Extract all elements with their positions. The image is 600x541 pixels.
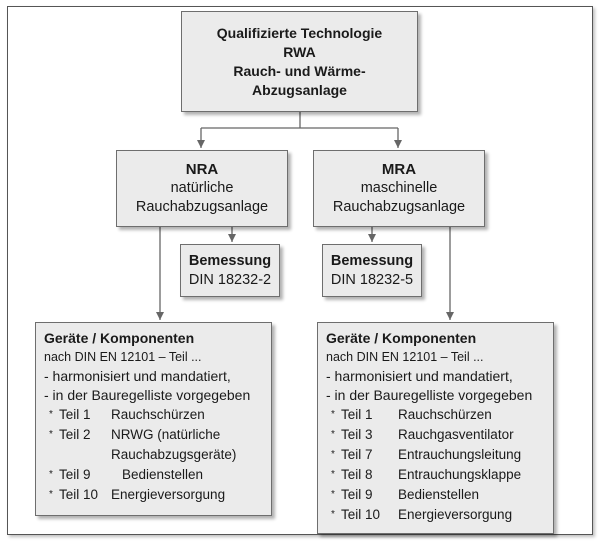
list-item: * Teil 8 Entrauchungsklappe: [326, 465, 553, 485]
geraete-right-subtitle: nach DIN EN 12101 – Teil ...: [326, 350, 484, 364]
item-name: Rauchschürzen: [398, 407, 492, 422]
geraete-right-line1: - harmonisiert und mandatiert,: [326, 368, 513, 384]
item-part: Teil 1: [341, 407, 373, 422]
nra-title: NRA: [185, 161, 219, 178]
bullet-icon: *: [49, 429, 53, 440]
list-item-continuation: Rauchabzugsgeräte): [44, 445, 271, 465]
bullet-icon: *: [49, 409, 53, 420]
geraete-left-line2: - in der Bauregelliste vorgegeben: [44, 387, 251, 403]
list-item: * Teil 1 Rauchschürzen: [44, 405, 271, 425]
geraete-right-box: Geräte / Komponenten nach DIN EN 12101 –…: [317, 322, 554, 534]
item-part: Teil 9: [59, 467, 91, 482]
item-name: Entrauchungsleitung: [398, 447, 522, 462]
item-part: Teil 7: [341, 447, 373, 462]
geraete-left-line1: - harmonisiert und mandatiert,: [44, 368, 231, 384]
list-item: * Teil 10 Energieversorgung: [44, 485, 271, 505]
item-name: Energieversorgung: [111, 487, 226, 502]
list-item: * Teil 2 NRWG (natürliche: [44, 425, 271, 445]
bullet-icon: *: [49, 489, 53, 500]
item-part: Teil 8: [341, 467, 373, 482]
list-item: * Teil 9 Bedienstellen: [326, 485, 553, 505]
bemessung-left-box: Bemessung DIN 18232-2: [180, 244, 280, 297]
rwa-line1: Qualifizierte Technologie: [216, 24, 383, 41]
bullet-icon: *: [49, 469, 53, 480]
item-name: Rauchschürzen: [111, 407, 205, 422]
item-part: Teil 10: [59, 487, 99, 502]
geraete-right-title: Geräte / Komponenten: [326, 330, 477, 346]
list-item: * Teil 1 Rauchschürzen: [326, 405, 553, 425]
bemessung-left-title: Bemessung: [188, 252, 272, 269]
nra-box: NRA natürliche Rauchabzugsanlage: [116, 150, 288, 227]
item-name: Bedienstellen: [122, 467, 204, 482]
rwa-line4: Abzugsanlage: [252, 81, 347, 98]
geraete-left-subtitle: nach DIN EN 12101 – Teil ...: [44, 350, 202, 364]
list-item: * Teil 7 Entrauchungsleitung: [326, 445, 553, 465]
item-part: Teil 10: [341, 507, 381, 522]
mra-title: MRA: [381, 161, 417, 178]
item-name: Entrauchungsklappe: [398, 467, 522, 482]
item-part: Teil 2: [59, 427, 91, 442]
item-part: Teil 1: [59, 407, 91, 422]
item-name: Energieversorgung: [398, 507, 513, 522]
list-item: * Teil 9 Bedienstellen: [44, 465, 271, 485]
item-part: Teil 3: [341, 427, 373, 442]
bullet-icon: *: [331, 429, 335, 440]
nra-line2: Rauchabzugsanlage: [135, 199, 269, 215]
bullet-icon: *: [331, 409, 335, 420]
bullet-icon: *: [331, 509, 335, 520]
item-name: Bedienstellen: [398, 487, 480, 502]
rwa-line3: Rauch- und Wärme-: [233, 62, 366, 79]
bemessung-left-value: DIN 18232-2: [188, 271, 272, 288]
mra-line2: Rauchabzugsanlage: [332, 199, 466, 215]
bullet-icon: *: [331, 489, 335, 500]
geraete-left-title: Geräte / Komponenten: [44, 330, 195, 346]
rwa-box: Qualifizierte Technologie RWA Rauch- und…: [181, 11, 418, 112]
rwa-line2: RWA: [283, 43, 316, 60]
bemessung-right-title: Bemessung: [330, 252, 414, 269]
item-name: NRWG (natürliche: [111, 427, 221, 442]
mra-line1: maschinelle: [360, 180, 438, 196]
list-item: * Teil 3 Rauchgasventilator: [326, 425, 553, 445]
nra-line1: natürliche: [170, 180, 234, 196]
bullet-icon: *: [331, 449, 335, 460]
bemessung-right-box: Bemessung DIN 18232-5: [322, 244, 422, 297]
connector-top-split: [201, 112, 398, 129]
item-part: Teil 9: [341, 487, 373, 502]
geraete-left-box: Geräte / Komponenten nach DIN EN 12101 –…: [35, 322, 272, 516]
geraete-right-line2: - in der Bauregelliste vorgegeben: [326, 387, 533, 403]
bemessung-right-value: DIN 18232-5: [330, 271, 414, 288]
bullet-icon: *: [331, 469, 335, 480]
mra-box: MRA maschinelle Rauchabzugsanlage: [313, 150, 485, 227]
item-name-cont: Rauchabzugsgeräte): [111, 447, 237, 462]
item-name: Rauchgasventilator: [398, 427, 514, 442]
list-item: * Teil 10 Energieversorgung: [326, 505, 553, 525]
